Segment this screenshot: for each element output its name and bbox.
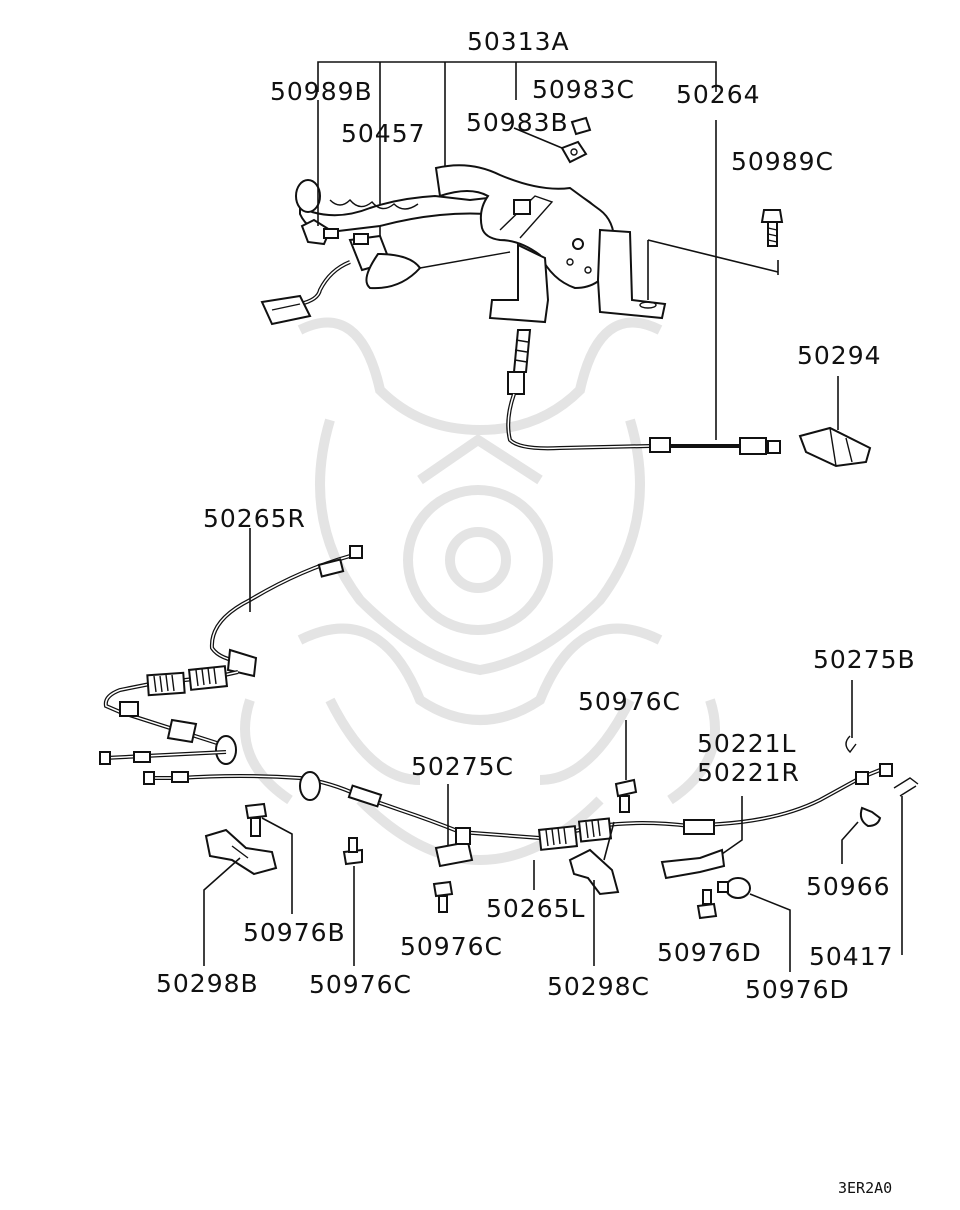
- bolt-50976D-stud: [696, 889, 718, 920]
- cable-50264: [506, 329, 781, 455]
- label-50989C: 50989C: [731, 147, 834, 176]
- bolt-50989B: [300, 218, 339, 246]
- clip-50275B: [845, 735, 857, 754]
- label-50976C-bottom: 50976C: [309, 970, 412, 999]
- nut-50983C: [570, 116, 592, 136]
- clip-50966: [859, 806, 882, 828]
- label-50298C: 50298C: [547, 972, 650, 1001]
- label-50983B: 50983B: [466, 108, 569, 137]
- bolt-50976B: [244, 802, 268, 837]
- label-50976C-mid: 50976C: [400, 932, 503, 961]
- label-50983C: 50983C: [532, 75, 635, 104]
- bolt-50976C-mid: [432, 880, 454, 913]
- bolt-50976C-left: [342, 837, 363, 866]
- label-50976D-left: 50976D: [657, 938, 762, 967]
- label-50976C-top: 50976C: [578, 687, 681, 716]
- part-number-labels: 50313A 50989B 50983C 50264 50983B 50457 …: [156, 27, 916, 1197]
- label-50457: 50457: [341, 119, 426, 148]
- nut-50983B: [560, 140, 588, 164]
- label-50221L: 50221L: [697, 729, 796, 758]
- label-50989B: 50989B: [270, 77, 373, 106]
- label-50275B: 50275B: [813, 645, 916, 674]
- rear-cable-assembly: [99, 528, 919, 972]
- bracket-50298C: [568, 848, 620, 896]
- bolt-50976D-grommet: [717, 877, 751, 899]
- bracket-50221: [660, 848, 726, 880]
- bracket-50298B: [204, 828, 278, 876]
- label-50264: 50264: [676, 80, 761, 109]
- label-50298B: 50298B: [156, 969, 259, 998]
- label-50265R: 50265R: [203, 504, 306, 533]
- diagram-code: 3ER2A0: [838, 1179, 892, 1197]
- bolt-50976C-upper: [614, 778, 638, 813]
- label-50966: 50966: [806, 872, 891, 901]
- label-50417: 50417: [809, 942, 894, 971]
- label-50221R: 50221R: [697, 758, 800, 787]
- label-50275C: 50275C: [411, 752, 514, 781]
- label-50265L: 50265L: [486, 894, 585, 923]
- parking-brake-lever-assembly: [260, 61, 872, 468]
- bolt-50989C: [760, 209, 784, 247]
- clip-50275C: [434, 827, 474, 868]
- watermark-emblem: [240, 317, 720, 866]
- label-50976D-right: 50976D: [745, 975, 850, 1004]
- clip-50417: [893, 777, 919, 797]
- switch-50457: [260, 233, 511, 326]
- label-50313A: 50313A: [467, 27, 570, 56]
- label-50976B: 50976B: [243, 918, 346, 947]
- label-50294: 50294: [797, 341, 882, 370]
- part-50294: [798, 426, 872, 468]
